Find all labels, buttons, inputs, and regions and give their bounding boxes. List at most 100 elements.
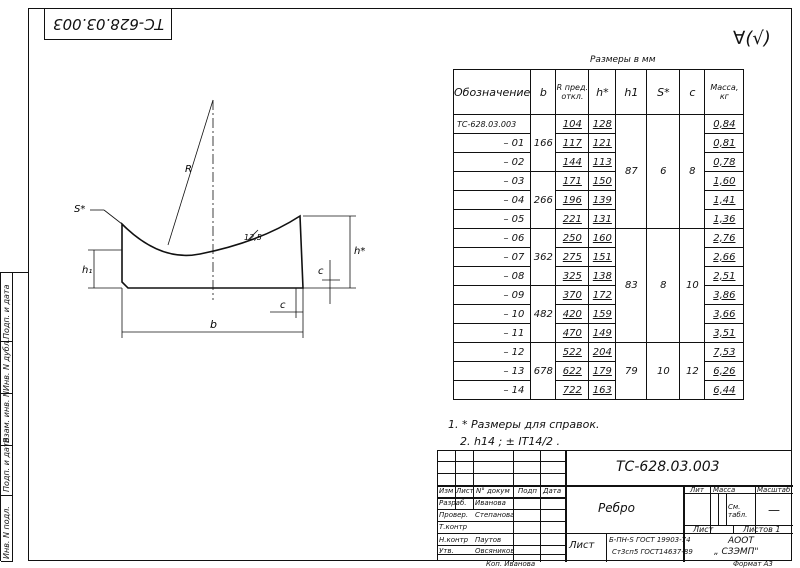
roughness-symbol: ∀(√) (733, 28, 771, 49)
part-drawing: R S* 12,5 h₁ h* c c b (74, 99, 365, 338)
cell-h1: 79 (615, 342, 648, 400)
cell-designation: – 08 (452, 266, 532, 286)
tb-col-data: Дата (543, 487, 562, 495)
table-header-row: Обозначение b R пред. откл. h* h1 S* c М… (452, 69, 745, 115)
cell-h: 128 (588, 114, 617, 134)
tb-line (683, 525, 793, 526)
cell-r: 370 (555, 285, 590, 305)
tb-line (438, 473, 565, 474)
table-row: ТС-628.03.003 166 104 128 87 6 8 0,84 (452, 114, 745, 229)
cell-h: 172 (588, 285, 617, 305)
drawing-frame (28, 8, 792, 561)
tb-line (438, 521, 565, 522)
tb-utv: Утв. (439, 547, 454, 555)
footer-copied: Коп. Иванова (486, 560, 536, 568)
tb-line (473, 451, 474, 509)
note-1: 1. * Размеры для справок. (448, 418, 600, 431)
cell-h: 160 (588, 228, 617, 248)
cell-designation: – 06 (452, 228, 532, 248)
cell-h: 163 (588, 380, 617, 400)
footer-format: Формат А3 (733, 560, 773, 568)
tb-line (755, 485, 756, 533)
table-row: – 13 622 179 6,26 (452, 361, 745, 381)
cell-mass: 0,78 (704, 152, 745, 172)
stub-label: Инв. N дубл. (2, 338, 11, 391)
cell-designation: – 12 (452, 342, 532, 362)
cell-designation: – 09 (452, 285, 532, 305)
cell-s: 10 (646, 342, 681, 400)
radius-line (167, 99, 214, 246)
cell-designation: – 02 (452, 152, 532, 172)
cell-mass: 1,41 (704, 190, 745, 210)
tb-line (683, 485, 685, 562)
label-b: b (210, 318, 217, 331)
tb-prover: Провер. (439, 511, 469, 519)
tb-razrab: Разраб. (439, 499, 467, 507)
tb-part-name: Ребро (598, 501, 635, 515)
tb-lit: Лит (690, 486, 704, 494)
stub-label: Подп. и дата (2, 437, 11, 493)
rotated-drawing-code-box: ТС-628.03.003 (44, 8, 172, 40)
tb-col-ndoc: N° докум (476, 487, 510, 495)
cell-c: 8 (679, 114, 706, 229)
cell-designation: – 04 (452, 190, 532, 210)
cell-r: 275 (555, 247, 590, 267)
cell-r: 522 (555, 342, 590, 362)
tb-line (710, 485, 711, 533)
cell-h: 121 (588, 133, 617, 153)
stub-cell (1, 273, 13, 342)
cell-h: 131 (588, 209, 617, 229)
tb-line (438, 554, 565, 555)
table-row: – 12 678 522 204 79 10 12 7,53 (452, 342, 745, 400)
cell-r: 196 (555, 190, 590, 210)
tb-sheets: Листов 1 (743, 525, 781, 534)
tb-line (683, 493, 793, 494)
tb-line (733, 525, 734, 533)
label-c1: c (318, 266, 324, 277)
fillet-leader (247, 229, 259, 241)
cell-b: 166 (530, 114, 557, 172)
stub-cell (1, 394, 13, 446)
cell-r: 171 (555, 171, 590, 191)
tb-col-podp: Подп (518, 487, 537, 495)
label-h1: h₁ (82, 265, 92, 276)
tb-utv-name: Овсяников (475, 547, 515, 555)
stub-label: Подп. и дата (2, 284, 11, 340)
cell-designation: – 13 (452, 361, 532, 381)
cell-h: 139 (588, 190, 617, 210)
cell-r: 104 (555, 114, 590, 134)
side-stub: Инв. N подл. Подп. и дата Взам. инв. N И… (0, 272, 28, 562)
tb-line (438, 545, 565, 546)
cell-r: 420 (555, 304, 590, 324)
cell-h1: 83 (615, 228, 648, 343)
tb-nkontr-name: Паутов (475, 536, 502, 544)
tb-massa: Масса (713, 486, 736, 494)
stub-cell (1, 342, 13, 394)
cell-h: 138 (588, 266, 617, 286)
cell-h: 159 (588, 304, 617, 324)
cell-h: 149 (588, 323, 617, 343)
title-block: Изм Лист N° докум Подп Дата Разраб. Иван… (437, 450, 793, 562)
cell-mass: 1,60 (704, 171, 745, 191)
cell-r: 325 (555, 266, 590, 286)
cell-mass: 1,36 (704, 209, 745, 229)
cell-designation: – 11 (452, 323, 532, 343)
stub-label: Взам. инв. N (2, 391, 11, 443)
tb-line (438, 485, 793, 487)
table-row: – 07 275 151 2,66 (452, 247, 745, 267)
cell-mass: 3,66 (704, 304, 745, 324)
tb-line (455, 451, 456, 509)
cell-h: 179 (588, 361, 617, 381)
header-h: h* (588, 69, 617, 115)
cell-r: 144 (555, 152, 590, 172)
rib-outline (121, 214, 304, 289)
cell-mass: 0,81 (704, 133, 745, 153)
note-2: 2. h14 ; ± IT14/2 . (460, 435, 561, 448)
table-row: – 10 420 159 3,66 (452, 304, 745, 324)
cell-r: 117 (555, 133, 590, 153)
label-s: S* (74, 204, 85, 215)
stub-cell (1, 496, 13, 562)
header-c: c (679, 69, 706, 115)
table-caption: Размеры в мм (590, 55, 656, 65)
cell-mass: 7,53 (704, 342, 745, 362)
